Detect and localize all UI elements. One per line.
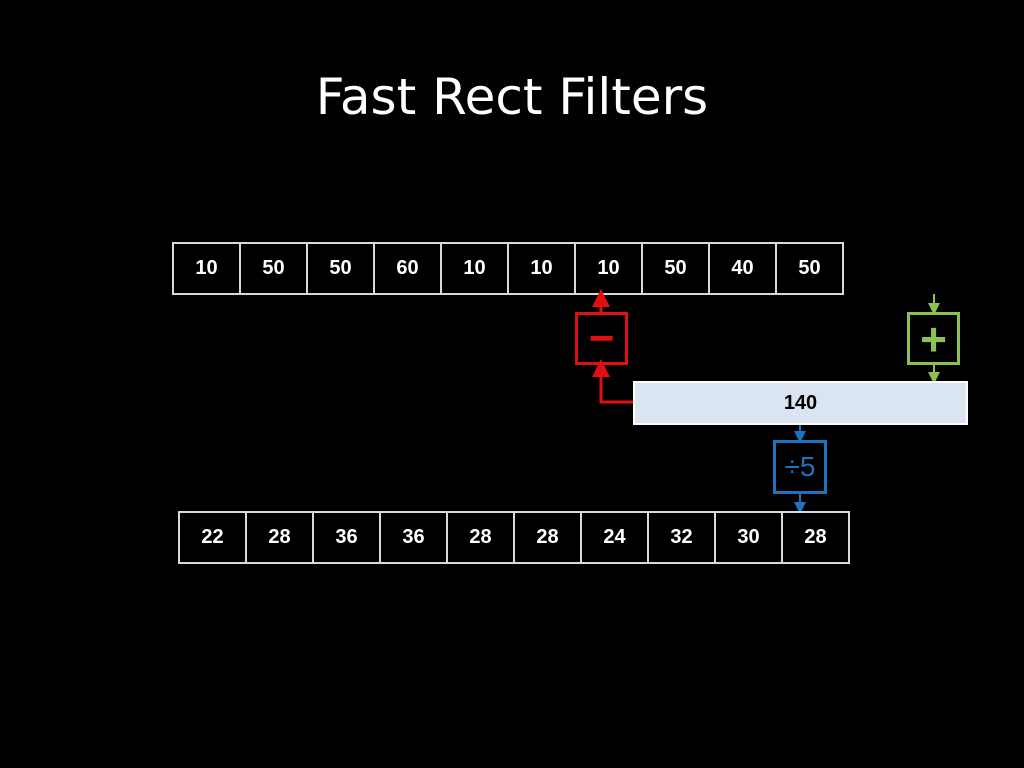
input-cell: 10 xyxy=(442,244,509,293)
output-cell: 28 xyxy=(247,513,314,562)
output-row: 22 28 36 36 28 28 24 32 30 28 xyxy=(178,511,850,564)
subtract-in-arrow xyxy=(592,359,633,404)
running-sum-box: 140 xyxy=(633,381,968,425)
slide-title: Fast Rect Filters xyxy=(315,68,709,126)
input-cell: 10 xyxy=(509,244,576,293)
output-cell: 28 xyxy=(448,513,515,562)
input-cell: 10 xyxy=(174,244,241,293)
output-cell: 28 xyxy=(515,513,582,562)
output-cell: 32 xyxy=(649,513,716,562)
output-cell: 36 xyxy=(314,513,381,562)
output-cell: 24 xyxy=(582,513,649,562)
input-row: 10 50 50 60 10 10 10 50 40 50 xyxy=(172,242,844,295)
output-cell: 36 xyxy=(381,513,448,562)
input-cell: 60 xyxy=(375,244,442,293)
subtract-operator: − xyxy=(575,312,628,365)
input-cell: 10 xyxy=(576,244,643,293)
input-cell: 50 xyxy=(798,257,821,279)
divide-operator: ÷5 xyxy=(773,440,827,494)
output-cell: 28 xyxy=(804,526,827,548)
add-operator: + xyxy=(907,312,960,365)
input-cell: 50 xyxy=(241,244,308,293)
input-cell: 50 xyxy=(643,244,710,293)
output-cell: 22 xyxy=(180,513,247,562)
input-cell: 40 xyxy=(710,244,777,293)
output-cell: 30 xyxy=(716,513,783,562)
input-cell: 50 xyxy=(308,244,375,293)
